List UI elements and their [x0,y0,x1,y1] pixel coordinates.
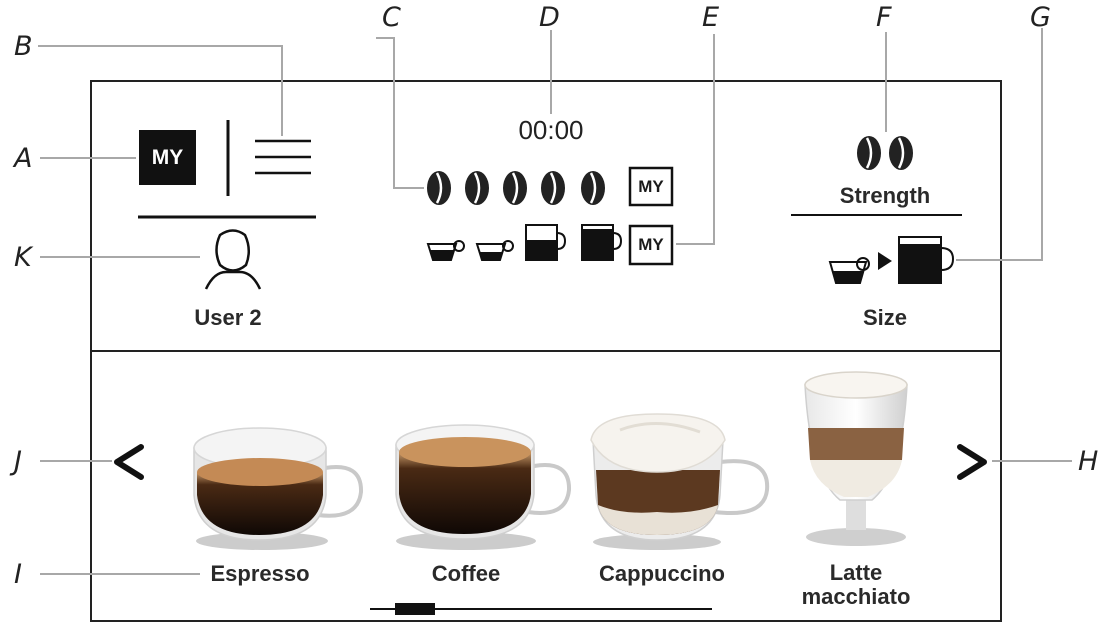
callout-label-f: F [876,2,892,33]
strength-my-label: MY [638,177,664,196]
strength-icon[interactable] [857,136,913,170]
callout-label-a: A [14,143,33,174]
size-my-label: MY [638,235,664,254]
drink-label-coffee[interactable]: Coffee [431,561,501,586]
drink-label-latte-line2: macchiato [801,584,911,609]
latte-macchiato-image[interactable] [804,371,908,546]
bean-icon [503,171,527,205]
strength-my-button[interactable] [628,166,674,207]
strength-beans[interactable] [427,171,605,205]
callout-label-e: E [702,2,720,33]
cappuccino-image[interactable] [590,413,770,550]
user-icon[interactable] [204,229,262,290]
drink-label-cappuccino[interactable]: Cappuccino [599,561,725,586]
size-icon[interactable] [828,236,955,284]
carousel-page-indicator[interactable] [370,603,712,615]
display-frame [90,80,1002,622]
my-profile-button[interactable] [139,130,196,185]
arrow-right-icon [878,252,892,270]
drink-label-latte-macchiato[interactable]: Latte macchiato [786,561,926,609]
large-mug-icon [581,224,623,261]
callout-leader-lines [38,28,1072,575]
user-label: User 2 [194,305,262,330]
cup-size-row[interactable] [426,224,623,261]
callout-label-b: B [14,31,33,62]
espresso-image[interactable] [193,427,364,550]
bean-icon [541,171,565,205]
timer-display: 00:00 [518,115,584,145]
medium-mug-icon [525,224,567,261]
menu-icon[interactable] [255,139,311,175]
small-cup-icon [475,240,514,261]
coffee-image[interactable] [395,424,572,550]
callout-label-d: D [539,2,560,33]
drink-label-latte-line1: Latte [829,560,883,585]
callout-label-i: I [14,559,22,590]
bean-icon [581,171,605,205]
bean-icon [465,171,489,205]
bean-icon [427,171,451,205]
size-my-button[interactable] [628,224,674,266]
strength-label: Strength [839,183,931,208]
espresso-cup-icon [426,240,465,261]
drink-label-espresso[interactable]: Espresso [210,561,310,586]
callout-label-c: C [382,2,401,33]
my-badge-label: MY [151,146,184,169]
chevron-left-icon[interactable] [114,444,144,480]
bean-icon [857,136,881,170]
size-label: Size [862,305,908,330]
bean-icon [889,136,913,170]
callout-label-j: J [14,446,22,477]
callout-label-k: K [14,242,32,273]
callout-label-h: H [1078,446,1099,477]
chevron-right-icon[interactable] [957,444,987,480]
callout-label-g: G [1030,2,1051,33]
